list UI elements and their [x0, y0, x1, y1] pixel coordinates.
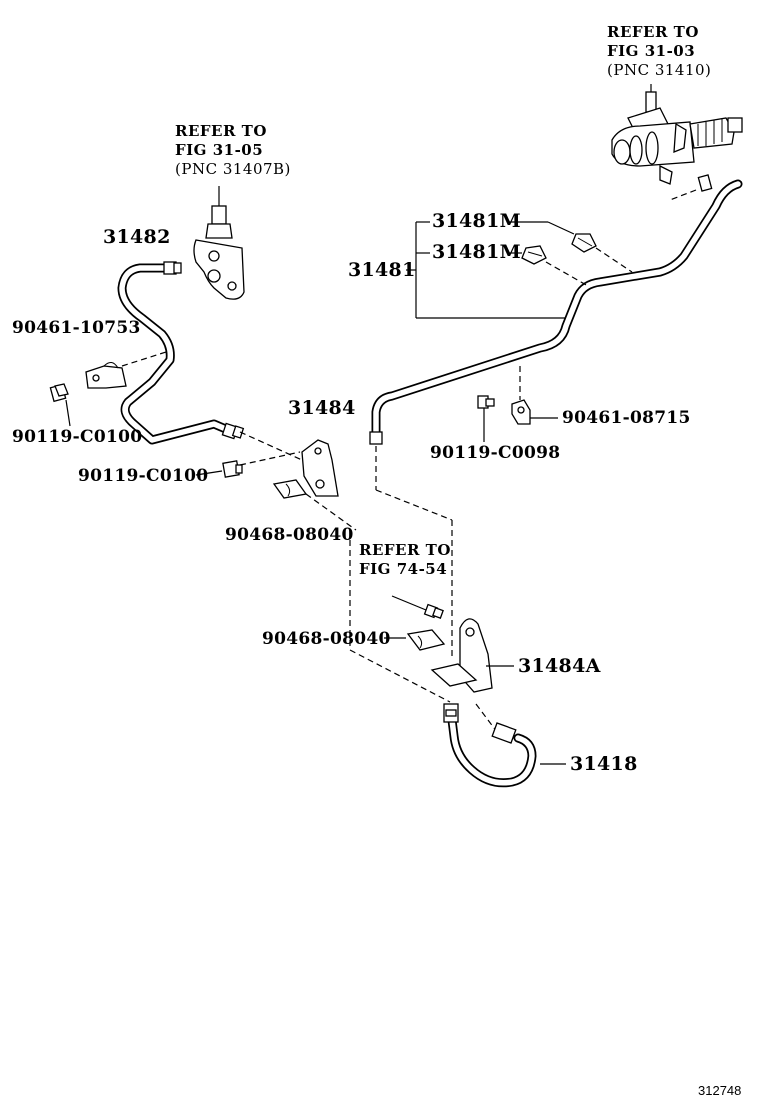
- clamp-90461-10753: [85, 351, 167, 389]
- clip-90468-08040-b: [384, 629, 446, 651]
- leader-31481: [406, 221, 566, 319]
- label-31418: 31418: [570, 753, 638, 775]
- refer-fig-31-03: REFER TO FIG 31-03 (PNC 31410): [607, 23, 711, 80]
- bolt-90119-c0098: [477, 395, 495, 442]
- clamp-31481m-a: [508, 221, 633, 273]
- bracket-31484a: [430, 618, 514, 693]
- bolt-90119-c0100-b: [195, 460, 243, 478]
- refer-line-3: (PNC 31407B): [175, 160, 291, 178]
- clamp-90461-08715: [511, 366, 558, 425]
- valve-31407b: [193, 186, 245, 300]
- bolt-90119-c0100-a: [49, 383, 71, 427]
- refer-line-2: FIG 74-54: [359, 560, 448, 578]
- hose-31418: [443, 703, 566, 788]
- label-90461-08715: 90461-08715: [562, 408, 691, 428]
- dashed-links: [349, 446, 501, 737]
- refer-line-1: REFER TO: [175, 122, 267, 140]
- refer-fig-74-54: REFER TO FIG 74-54: [359, 541, 451, 579]
- label-90468-08040-b: 90468-08040: [262, 629, 391, 649]
- figure-id: 312748: [698, 1083, 742, 1098]
- label-31481m-a: 31481M: [432, 210, 521, 232]
- clamp-31481m-b: [508, 245, 589, 287]
- refer-line-1: REFER TO: [359, 541, 451, 559]
- refer-line-3: (PNC 31410): [607, 61, 712, 79]
- label-90461-10753: 90461-10753: [12, 318, 141, 338]
- refer-line-1: REFER TO: [607, 23, 699, 41]
- label-90468-08040-a: 90468-08040: [225, 525, 354, 545]
- label-90119-c0100-b: 90119-C0100: [78, 466, 209, 486]
- bolt-refer-74-54: [391, 595, 444, 619]
- label-31481m-b: 31481M: [432, 241, 521, 263]
- refer-fig-31-05: REFER TO FIG 31-05 (PNC 31407B): [175, 122, 291, 179]
- label-31484: 31484: [288, 397, 356, 419]
- bracket-31484: [239, 431, 357, 531]
- tube-31482: [117, 261, 245, 445]
- master-cylinder-31410: [611, 84, 743, 185]
- label-90119-c0100-a: 90119-C0100: [12, 427, 143, 447]
- refer-line-2: FIG 31-03: [607, 42, 696, 60]
- label-90119-c0098: 90119-C0098: [430, 443, 561, 463]
- label-31484a: 31484A: [518, 655, 601, 677]
- label-31482: 31482: [103, 226, 171, 248]
- refer-line-2: FIG 31-05: [175, 141, 264, 159]
- label-31481: 31481: [348, 259, 416, 281]
- tube-31481: [369, 174, 743, 445]
